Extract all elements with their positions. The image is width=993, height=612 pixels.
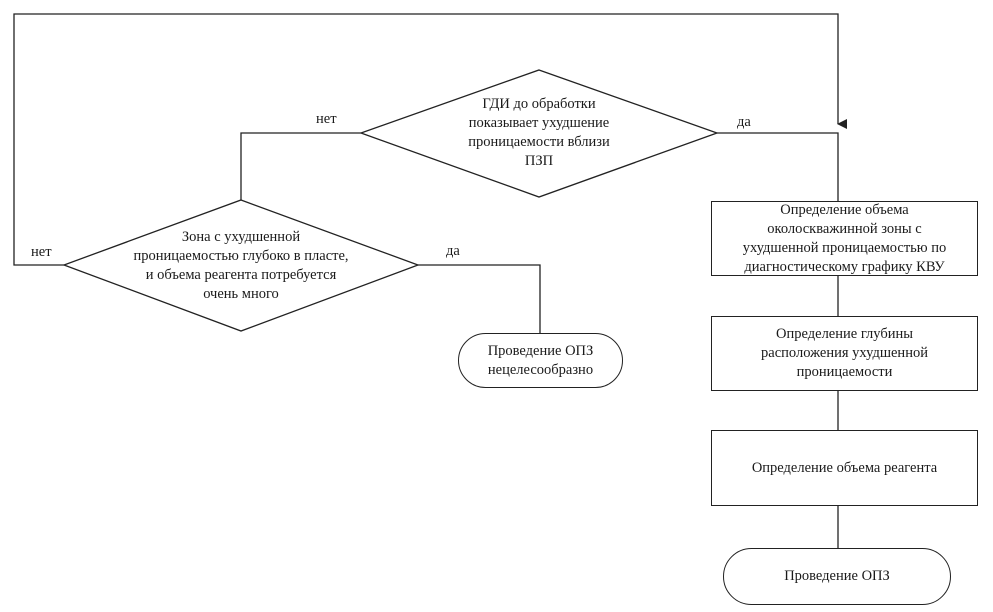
step-depth: Определение глубины расположения ухудшен… bbox=[711, 316, 978, 391]
decision-left-no-label: нет bbox=[31, 244, 52, 260]
connector-top-yes bbox=[717, 132, 839, 201]
decision-top-text: ГДИ до обработки показывает ухудшение пр… bbox=[468, 96, 610, 169]
connector-top-no bbox=[240, 132, 361, 200]
step-reagent-volume: Определение объема реагента bbox=[711, 430, 978, 506]
decision-top-yes-label: да bbox=[737, 114, 751, 130]
decision-left-text: Зона с ухудшенной проницаемостью глубоко… bbox=[133, 229, 349, 302]
decision-top-no-label: нет bbox=[316, 111, 337, 127]
decision-left-yes-label: да bbox=[446, 243, 460, 259]
terminal-conduct-opz: Проведение ОПЗ bbox=[723, 548, 951, 605]
decision-left-diamond bbox=[62, 199, 420, 332]
connector-left-yes bbox=[418, 264, 541, 333]
connector-left-no-loop bbox=[13, 13, 847, 266]
terminal-not-advisable: Проведение ОПЗ нецелесообразно bbox=[458, 333, 623, 388]
decision-top-diamond bbox=[359, 69, 719, 198]
step-zone-volume: Определение объема околоскважинной зоны … bbox=[711, 201, 978, 276]
